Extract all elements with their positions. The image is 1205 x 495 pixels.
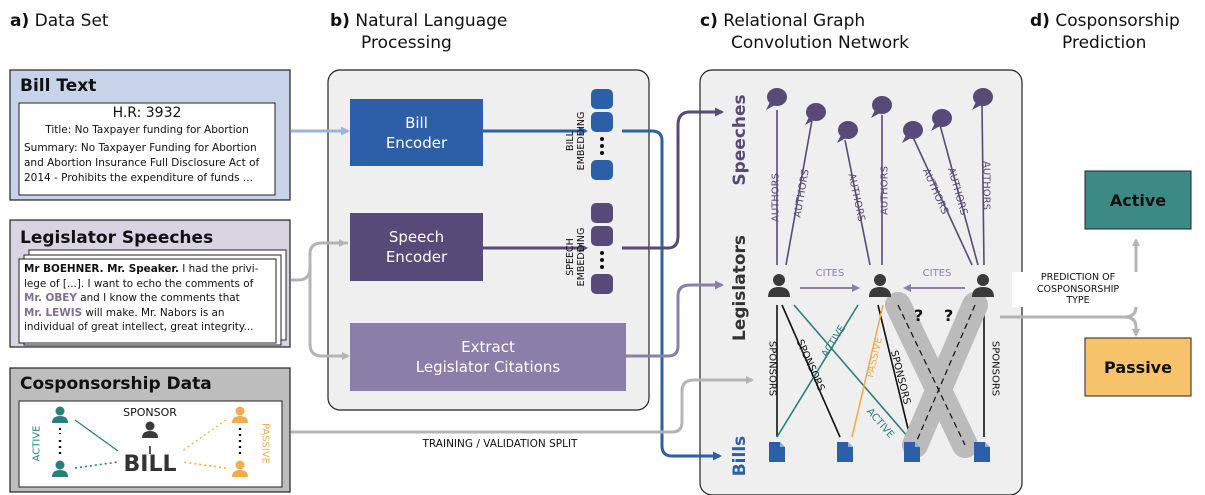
passive-edge — [851, 304, 884, 438]
speech-embedding-to-speeches-arrow — [622, 107, 724, 250]
active-edges — [776, 304, 909, 438]
active-output-label: Active — [1109, 190, 1167, 210]
cited-name-lewis: Mr. LEWIS — [24, 306, 83, 319]
sponsor-label: SPONSOR — [123, 406, 177, 419]
authors-edges — [776, 104, 985, 266]
bill-label: BILL — [123, 452, 177, 477]
bill-embedding-to-bills-arrow — [622, 129, 722, 461]
legislators-axis-label: Legislators — [730, 234, 750, 342]
speech-card — [18, 258, 277, 344]
active-vertical-label: ACTIVE — [31, 425, 43, 462]
unknown-marker-1: ? — [914, 306, 924, 325]
bill-summary-line-2: and Abortion Insurance Full Disclosure A… — [24, 157, 260, 169]
cosponsor-mini-graph — [52, 406, 248, 477]
authors-label-7: AUTHORS — [980, 161, 992, 210]
prediction-type-label: PREDICTION OF COSPONSORSHIP TYPE — [1012, 272, 1144, 307]
bill-summary-line-3: 2014 - Prohibits the expenditure of fund… — [24, 172, 253, 184]
speeches-to-nlp-arrows — [291, 241, 348, 356]
passive-box — [1084, 337, 1192, 397]
speech-excerpt: Mr BOEHNER. Mr. Speaker. I had the privi… — [24, 263, 259, 334]
citations-to-legislators-arrow — [626, 280, 724, 358]
citations-block — [350, 323, 626, 391]
authors-label-1: AUTHORS — [770, 173, 782, 222]
bill-summary: Summary: No Taxpayer Funding for Abortio… — [24, 141, 272, 186]
section-c-header: c) Relational Graph — [700, 11, 866, 31]
unknown-edges — [885, 292, 988, 458]
sponsors-label-1: SPONSORS — [766, 340, 778, 397]
bill-text-title: Bill Text — [20, 76, 97, 96]
cites-label-2: CITES — [922, 268, 952, 279]
speech-speaker: Mr BOEHNER. Mr. Speaker. — [24, 263, 179, 275]
authors-label-4: AUTHORS — [879, 166, 891, 215]
section-c-header-line2: Convolution Network — [731, 33, 909, 53]
cites-label-1: CITES — [815, 268, 845, 279]
speeches-axis-label: Speeches — [730, 94, 750, 186]
section-d-header: d) Cosponsorship — [1030, 11, 1180, 31]
sponsors-label-4: SPONSORS — [989, 340, 1001, 397]
bill-text-card — [18, 102, 276, 196]
cosponsorship-title: Cosponsorship Data — [20, 374, 212, 394]
bill-number: H.R: 3932 — [112, 105, 182, 121]
passive-vertical-label: PASSIVE — [259, 422, 271, 465]
cited-name-obey: Mr. OBEY — [24, 292, 77, 305]
section-b-header-line2: Processing — [361, 33, 452, 53]
split-label: TRAINING / VALIDATION SPLIT — [422, 438, 578, 450]
active-box — [1084, 170, 1192, 230]
speeches-title: Legislator Speeches — [20, 228, 214, 248]
speech-encoder-block — [350, 213, 483, 281]
section-b-header: b) Natural Language — [330, 11, 508, 31]
cosponsorship-split-arrow — [291, 376, 754, 434]
section-a-header: a) Data Set — [10, 11, 109, 31]
unknown-marker-2: ? — [944, 306, 954, 325]
passive-output-label: Passive — [1104, 357, 1172, 377]
section-d-header-line2: Prediction — [1062, 33, 1147, 53]
bills-axis-label: Bills — [730, 435, 750, 477]
bill-encoder-block — [350, 99, 483, 166]
sponsors-edges — [776, 304, 985, 438]
bill-title-line: Title: No Taxpayer funding for Abortion — [45, 124, 249, 136]
bill-embedding-vector — [591, 89, 613, 180]
speech-embedding-vector — [591, 203, 613, 294]
bill-summary-line-1: Summary: No Taxpayer Funding for Abortio… — [24, 142, 257, 154]
